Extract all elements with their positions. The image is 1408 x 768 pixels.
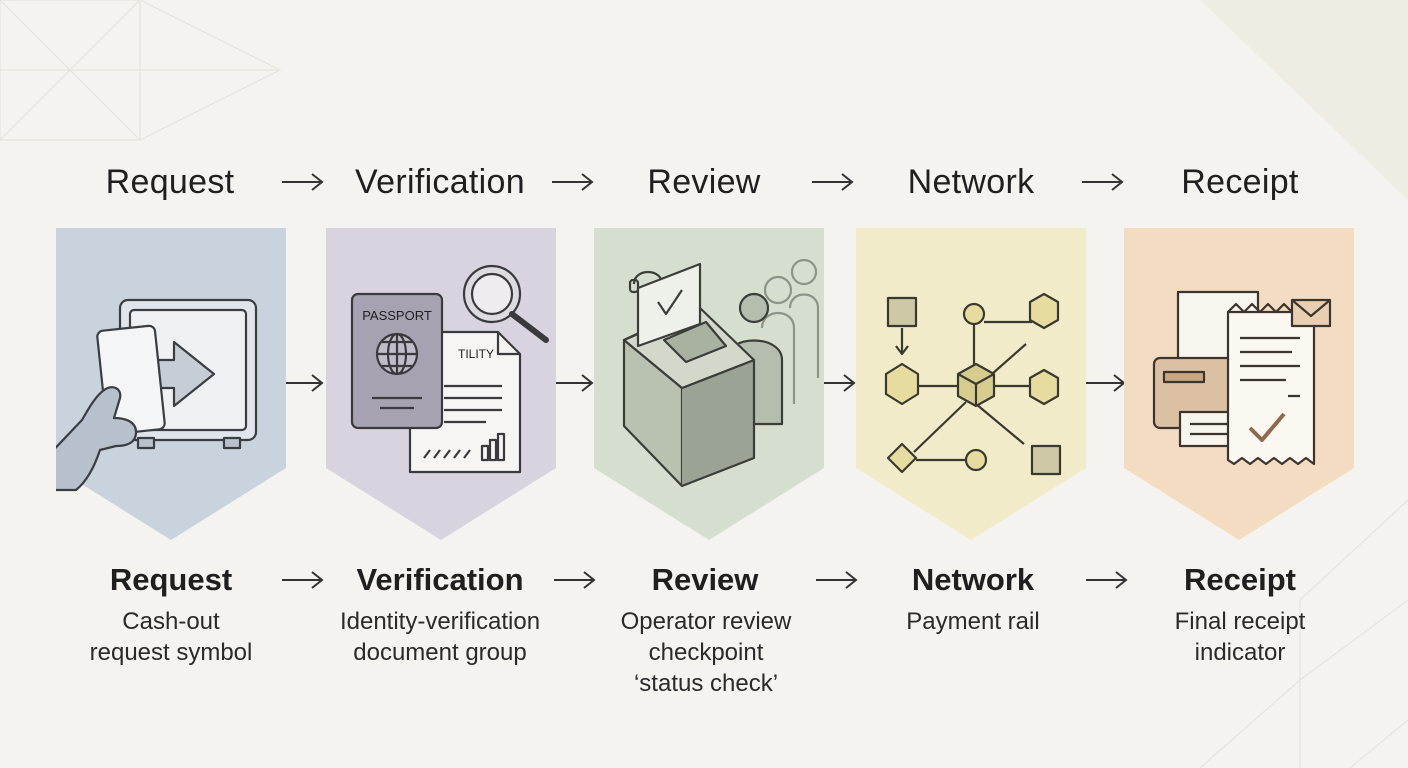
passport-icon: [350, 292, 444, 430]
caption-title-network: Network: [911, 562, 1035, 597]
header-step-network: Network: [907, 163, 1035, 201]
arrow-right-icon: [282, 173, 324, 191]
desc-line: Cash-out: [122, 608, 220, 635]
cash-out-request-icon: [56, 298, 258, 492]
desc-line: Operator review: [620, 608, 792, 635]
arrow-right-icon: [1086, 571, 1128, 589]
review-kiosk-icon: [622, 262, 756, 488]
panel-request: [56, 228, 286, 540]
caption-desc-receipt: Final receipt indicator: [1100, 606, 1380, 668]
desc-line: checkpoint: [648, 639, 764, 666]
magnifier-icon: [462, 264, 549, 343]
arrow-right-icon: [552, 374, 594, 392]
panel-verification: PASSPORT TILITY: [326, 228, 556, 540]
header-step-request: Request: [105, 163, 235, 201]
desc-line: ‘status check’: [633, 670, 779, 697]
desc-line: Identity-verification: [339, 608, 541, 635]
arrow-right-icon: [1084, 374, 1126, 392]
caption-desc-verification: Identity-verification document group: [300, 606, 580, 668]
queue-people-icon: [760, 258, 820, 404]
panel-receipt: [1124, 228, 1354, 540]
panel-review: [594, 228, 824, 540]
passport-label: PASSPORT: [362, 308, 432, 323]
arrow-right-icon: [1082, 173, 1124, 191]
arrow-right-icon: [282, 374, 324, 392]
envelope-icon: [1290, 298, 1332, 328]
desc-line: Final receipt: [1174, 608, 1306, 635]
arrow-right-icon: [812, 173, 854, 191]
header-step-receipt: Receipt: [1181, 163, 1299, 201]
arrow-right-icon: [816, 571, 858, 589]
header-step-verification: Verification: [355, 163, 525, 201]
caption-desc-request: Cash-out request symbol: [31, 606, 311, 668]
receipt-icon: [1226, 302, 1316, 466]
payment-network-icon: [884, 292, 1062, 476]
desc-line: Payment rail: [906, 608, 1040, 635]
desc-line: indicator: [1194, 639, 1286, 666]
caption-title-receipt: Receipt: [1184, 562, 1296, 597]
caption-desc-network: Payment rail: [833, 606, 1113, 637]
arrow-right-icon: [282, 571, 324, 589]
caption-title-review: Review: [651, 562, 759, 597]
header-step-review: Review: [647, 163, 761, 201]
caption-title-request: Request: [109, 562, 233, 597]
desc-line: request symbol: [89, 639, 253, 666]
desc-line: document group: [353, 639, 527, 666]
arrow-right-icon: [552, 173, 594, 191]
caption-desc-review: Operator review checkpoint ‘status check…: [566, 606, 846, 699]
panel-network: [856, 228, 1086, 540]
utility-label: TILITY: [458, 347, 494, 361]
arrow-right-icon: [554, 571, 596, 589]
caption-title-verification: Verification: [356, 562, 524, 597]
